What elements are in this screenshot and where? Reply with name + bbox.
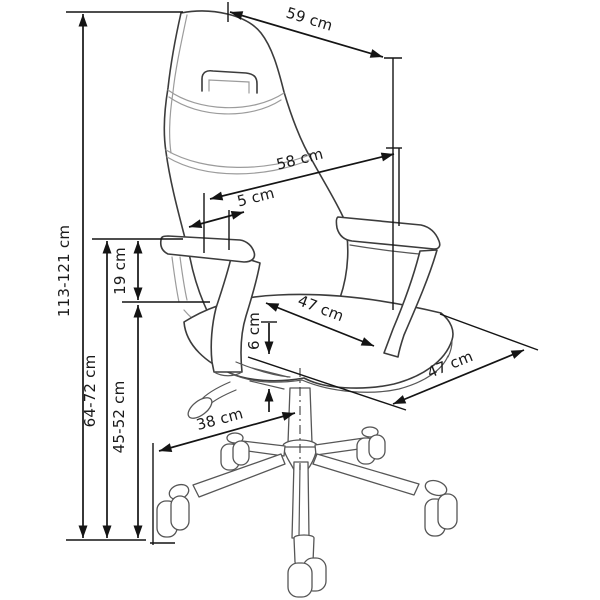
chair-casters bbox=[156, 426, 458, 598]
caster-front bbox=[287, 534, 327, 598]
chair-headrest-handle bbox=[201, 69, 258, 94]
dim-cushion-thickness: 6 cm bbox=[245, 312, 277, 412]
dim-seat-height: 45-52 cm bbox=[110, 305, 143, 538]
chair-backrest-left-edge bbox=[169, 14, 188, 154]
caster-right bbox=[424, 479, 458, 537]
dim-label-overall-height: 113-121 cm bbox=[55, 225, 73, 317]
chair-armrest-left bbox=[159, 235, 261, 377]
caster-left bbox=[156, 483, 190, 538]
caster-rear-left bbox=[220, 432, 250, 471]
caster-rear-right bbox=[356, 426, 386, 465]
dim-armrest-height: 64-72 cm bbox=[81, 238, 183, 538]
chair-headrest-seam bbox=[167, 89, 285, 115]
dim-label-armrest-over-seat: 19 cm bbox=[111, 247, 129, 295]
chair-armrest-right bbox=[335, 216, 441, 358]
dim-overall-height: 113-121 cm bbox=[55, 11, 183, 541]
dim-label-seat-height: 45-52 cm bbox=[110, 381, 128, 454]
dim-label-armrest-height: 64-72 cm bbox=[81, 355, 99, 428]
chair-headrest-handle-inner bbox=[208, 79, 250, 94]
dim-label-cushion-thickness: 6 cm bbox=[245, 312, 263, 350]
dim-armrest-over-seat: 19 cm bbox=[111, 241, 210, 303]
